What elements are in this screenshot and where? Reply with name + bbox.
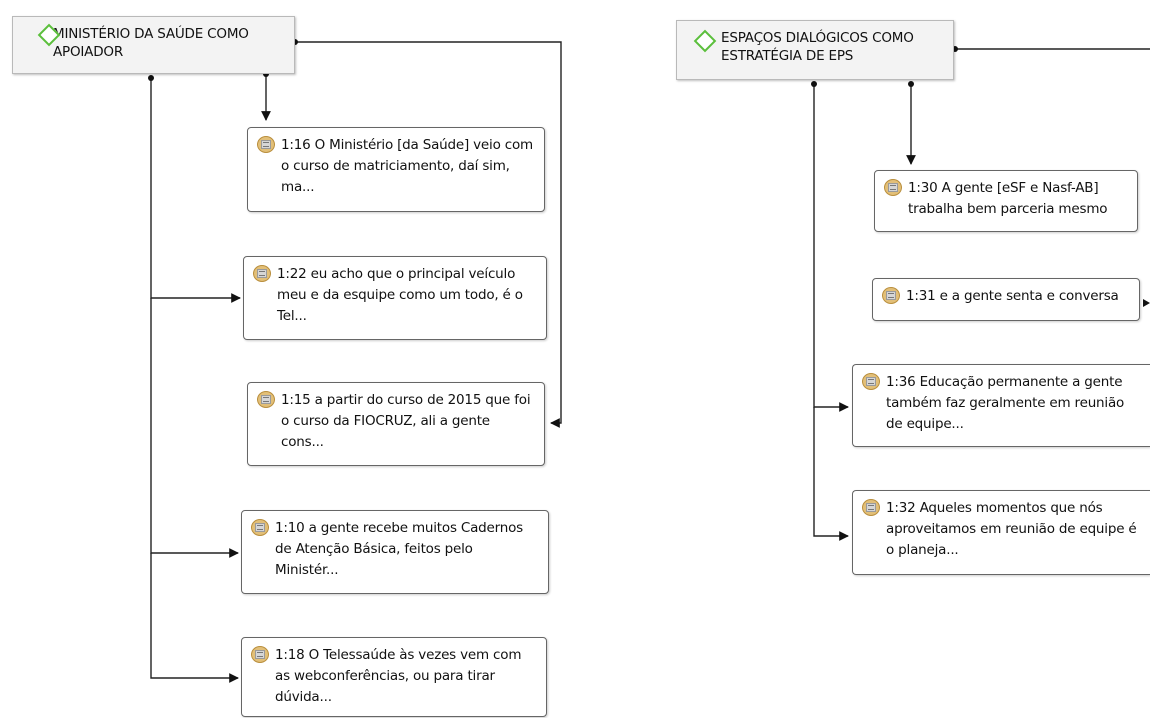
quotation-text: 1:15 a partir do curso de 2015 que foi o… (281, 392, 531, 450)
arrow-head-q-1-31 (1143, 299, 1150, 307)
connector-dot (908, 81, 914, 87)
quotation-text: 1:30 A gente [eSF e Nasf-AB] trabalha be… (908, 180, 1108, 217)
code-node-espacos[interactable]: ESPAÇOS DIALÓGICOS COMO ESTRATÉGIA DE EP… (676, 20, 954, 80)
quotation-icon (884, 179, 902, 196)
quotation-icon (251, 646, 269, 663)
quotation-text: 1:10 a gente recebe muitos Cadernos de A… (275, 520, 524, 578)
quotation-icon (882, 287, 900, 304)
code-node-ministerio[interactable]: MINISTÉRIO DA SAÚDE COMO APOIADOR (12, 16, 295, 74)
link-ministerio-q-1-22 (150, 78, 241, 303)
quotation-text: 1:16 O Ministério [da Saúde] veio com o … (281, 137, 533, 195)
quotation-text: 1:32 Aqueles momentos que nós aproveitam… (886, 500, 1137, 558)
code-diamond-icon (693, 29, 717, 53)
link-espacos-q-1-32 (813, 407, 849, 541)
quotation-text: 1:31 e a gente senta e conversa (906, 288, 1119, 304)
quotation-icon (253, 265, 271, 282)
quotation-icon (257, 136, 275, 153)
quotation-node[interactable]: 1:32 Aqueles momentos que nós aproveitam… (852, 490, 1150, 575)
connector-dot (148, 75, 154, 81)
quotation-node[interactable]: 1:36 Educação permanente a gente também … (852, 364, 1150, 447)
quotation-text: 1:18 O Telessaúde às vezes vem com as we… (275, 647, 522, 705)
quotation-icon (251, 519, 269, 536)
link-espacos-q-1-36 (813, 84, 849, 412)
quotation-node[interactable]: 1:22 eu acho que o principal veículo meu… (243, 256, 547, 340)
link-ministerio-q-1-15 (295, 41, 562, 428)
quotation-text: 1:22 eu acho que o principal veículo meu… (277, 266, 523, 324)
quotation-node[interactable]: 1:18 O Telessaúde às vezes vem com as we… (241, 637, 547, 717)
code-label: MINISTÉRIO DA SAÚDE COMO APOIADOR (53, 26, 249, 60)
quotation-icon (862, 499, 880, 516)
quotation-text: 1:36 Educação permanente a gente também … (886, 374, 1125, 432)
link-ministerio-q-1-18 (150, 553, 239, 683)
quotation-node[interactable]: 1:31 e a gente senta e conversa (872, 278, 1140, 321)
code-label: ESPAÇOS DIALÓGICOS COMO ESTRATÉGIA DE EP… (721, 30, 914, 64)
connector-dot (811, 81, 817, 87)
quotation-node[interactable]: 1:10 a gente recebe muitos Cadernos de A… (241, 510, 549, 594)
quotation-node[interactable]: 1:30 A gente [eSF e Nasf-AB] trabalha be… (874, 170, 1138, 232)
quotation-node[interactable]: 1:15 a partir do curso de 2015 que foi o… (247, 382, 545, 466)
quotation-icon (862, 373, 880, 390)
quotation-icon (257, 391, 275, 408)
quotation-node[interactable]: 1:16 O Ministério [da Saúde] veio com o … (247, 127, 545, 212)
link-ministerio-q-1-10 (150, 298, 239, 558)
